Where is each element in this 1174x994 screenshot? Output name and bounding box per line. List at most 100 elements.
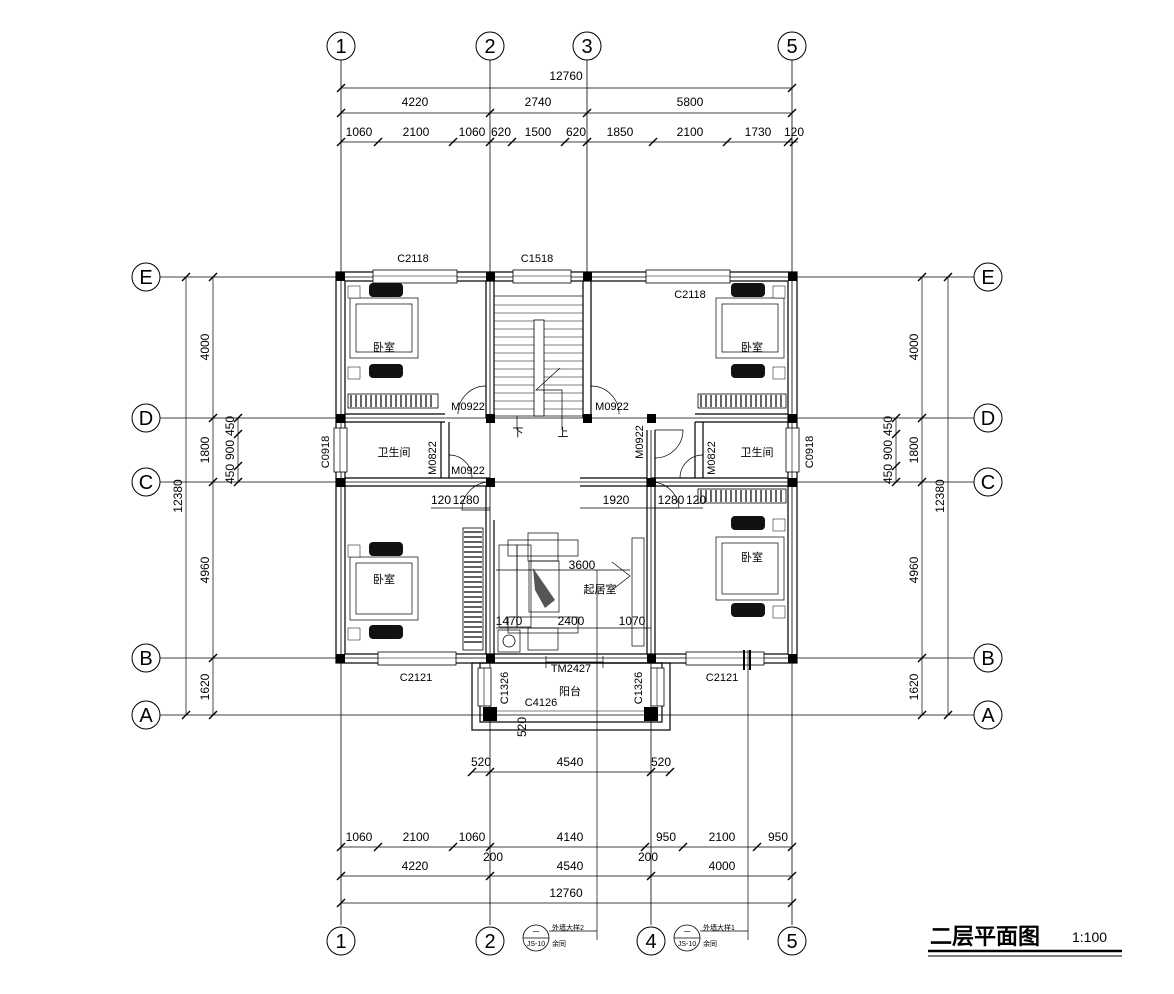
dim-left-small-1: 450 — [223, 416, 237, 436]
axis-b-left: B — [139, 648, 152, 670]
dim-top-detail-6: 620 — [566, 125, 586, 139]
window-c1326-e: C1326 — [633, 672, 645, 704]
dim-right-mid-1: 4000 — [907, 333, 921, 360]
dim-right-mid-2: 1800 — [907, 436, 921, 463]
bottom-dimensions: 1060 2100 1060 4140 950 2100 950 200 200… — [336, 755, 797, 908]
dim-bottom-detail-6: 2100 — [709, 830, 736, 844]
windows: C2118 C1518 C2118 C2121 C2121 C0918 C091… — [320, 253, 816, 712]
axis-b-right: B — [981, 648, 994, 670]
dim-left-mid-2: 1800 — [198, 436, 212, 463]
axis-4-bottom: 4 — [645, 931, 656, 953]
detail-2-top: 一 — [533, 929, 540, 936]
detail-2-bottom: JS-10 — [527, 941, 545, 948]
dim-balcony-1: 520 — [471, 755, 491, 769]
detail-1-label: 外墙大样1 — [703, 923, 735, 932]
dim-bottom-mid-3: 4000 — [709, 859, 736, 873]
dim-int-5: 120 — [686, 493, 706, 507]
dim-top-detail-3: 1060 — [459, 125, 486, 139]
dim-right-mid-3: 4960 — [907, 556, 921, 583]
dim-left-small-2: 900 — [223, 440, 237, 460]
dim-top-detail-1: 1060 — [346, 125, 373, 139]
right-dimensions: 12380 4000 1800 4960 1620 450 900 450 — [881, 272, 953, 720]
detail-2-label: 外墙大样2 — [552, 923, 584, 932]
title-main: 二层平面图 — [930, 924, 1040, 949]
detail-markers: 一 JS-10 外墙大样2 余同 一 JS-10 外墙大样1 余同 — [522, 570, 751, 952]
dim-bottom-total: 12760 — [549, 886, 583, 900]
stairs-up-label: 上 — [558, 426, 569, 439]
room-bedroom-nw: 卧室 — [373, 340, 395, 354]
window-c1518: C1518 — [521, 253, 553, 265]
dim-bottom-mid-2: 4540 — [557, 859, 584, 873]
dim-balcony-3: 520 — [651, 755, 671, 769]
dim-int-1: 120 — [431, 493, 451, 507]
dim-left-total: 12380 — [171, 479, 185, 513]
dim-right-small-1: 450 — [881, 416, 895, 436]
detail-1-bottom: JS-10 — [678, 941, 696, 948]
window-c2121-w: C2121 — [400, 672, 432, 684]
window-c1326-w: C1326 — [499, 672, 511, 704]
axis-1-top: 1 — [335, 36, 346, 58]
room-balcony: 阳台 — [559, 684, 581, 698]
axis-bubbles-left: E D C B A — [131, 262, 161, 730]
dim-right-small-2: 900 — [881, 440, 895, 460]
dim-int-3: 1920 — [603, 493, 630, 507]
axis-1-bottom: 1 — [335, 931, 346, 953]
dim-bottom-detail-2: 2100 — [403, 830, 430, 844]
room-bedroom-ne: 卧室 — [741, 340, 763, 354]
axis-3-top: 3 — [581, 36, 592, 58]
dim-int-8: 2400 — [558, 614, 585, 628]
room-living: 起居室 — [584, 582, 617, 596]
dim-int-4: 1280 — [658, 493, 685, 507]
doors: M0922 M0922 M0922 M0922 M0822 M0822 TM24… — [427, 385, 718, 675]
window-c2118-n: C2118 — [397, 253, 429, 265]
axis-5-bottom: 5 — [786, 931, 797, 953]
dim-int-9: 1070 — [619, 614, 646, 628]
axis-d-left: D — [139, 408, 153, 430]
dim-bottom-detail-4: 4140 — [557, 830, 584, 844]
axis-c-left: C — [139, 472, 153, 494]
dim-left-small-3: 450 — [223, 464, 237, 484]
axis-2-top: 2 — [484, 36, 495, 58]
door-m0922-v: M0922 — [634, 425, 646, 459]
axis-bubbles-right: E D C B A — [973, 262, 1003, 730]
window-c2118-ne: C2118 — [674, 289, 706, 301]
top-dimensions: 12760 4220 2740 5800 1060 2100 1060 620 … — [336, 69, 804, 147]
window-c0918-e: C0918 — [804, 436, 816, 468]
furniture-bedroom-se: 卧室 — [697, 488, 787, 619]
dim-balcony-2: 4540 — [557, 755, 584, 769]
axis-5-top: 5 — [786, 36, 797, 58]
left-dimensions: 12380 4000 1800 4960 1620 450 900 450 — [171, 272, 243, 720]
dim-bottom-detail-3: 1060 — [459, 830, 486, 844]
axis-e-left: E — [139, 267, 152, 289]
dim-top-mid-1: 4220 — [402, 95, 429, 109]
dim-top-detail-10: 120 — [784, 125, 804, 139]
dim-right-mid-4: 1620 — [907, 673, 921, 700]
dim-bottom-detail-7: 950 — [768, 830, 788, 844]
window-c0918-w: C0918 — [320, 436, 332, 468]
window-c4126: C4126 — [525, 697, 557, 709]
dim-top-detail-7: 1850 — [607, 125, 634, 139]
dim-top-detail-5: 1500 — [525, 125, 552, 139]
dim-top-detail-8: 2100 — [677, 125, 704, 139]
room-bedroom-sw: 卧室 — [373, 572, 395, 586]
axis-e-right: E — [981, 267, 994, 289]
furniture-living: 起居室 — [497, 532, 645, 653]
dim-int-10: 520 — [515, 717, 529, 737]
dim-bottom-small-1: 200 — [483, 850, 503, 864]
dim-left-mid-1: 4000 — [198, 333, 212, 360]
furniture-bedroom-sw: 卧室 — [347, 527, 484, 651]
stairs: 下 上 — [493, 295, 584, 439]
dim-bottom-small-2: 200 — [638, 850, 658, 864]
axis-2-bottom: 2 — [484, 931, 495, 953]
dim-int-7: 1470 — [496, 614, 523, 628]
dim-top-detail-9: 1730 — [745, 125, 772, 139]
dim-top-detail-4: 620 — [491, 125, 511, 139]
detail-2-note: 余同 — [552, 939, 566, 948]
axis-bubbles-bottom: 1 2 4 5 — [326, 926, 807, 956]
dim-bottom-detail-5: 950 — [656, 830, 676, 844]
stairs-down-label: 下 — [513, 427, 524, 439]
axis-a-left: A — [139, 705, 153, 727]
axis-a-right: A — [981, 705, 995, 727]
dim-top-mid-2: 2740 — [525, 95, 552, 109]
